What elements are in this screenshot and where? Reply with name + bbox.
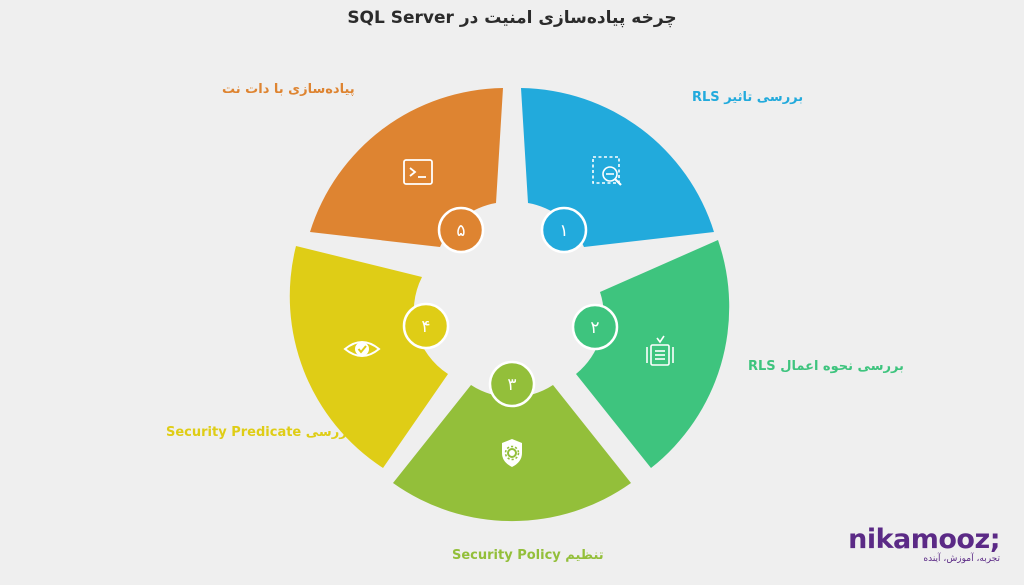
step-4-segment: ۴ (289, 246, 450, 468)
step-3-number-badge (488, 360, 536, 408)
step-5-number: ۵ (456, 221, 465, 241)
step-1-number-badge (540, 206, 588, 254)
terminal-icon (403, 159, 433, 185)
step-1-segment: ۱ (521, 88, 714, 254)
step-5-wedge (310, 88, 503, 247)
logo-wordmark: nikamooz; (848, 524, 1000, 555)
step-2-segment: ۲ (571, 240, 730, 468)
step-4-number-badge (402, 302, 450, 350)
step-1-wedge (521, 88, 714, 247)
step-4-wedge (289, 246, 448, 468)
shield-gear-icon (502, 439, 522, 467)
step-3-segment: ۳ (393, 360, 631, 522)
logo-tagline: تجربه، آموزش، آینده (923, 554, 1000, 564)
step-3-label: تنظیم Security Policy (452, 548, 604, 563)
step-2-number: ۲ (590, 318, 599, 338)
eye-check-icon (343, 341, 381, 357)
step-5-segment: ۵ (310, 88, 503, 254)
step-5-label: پیاده‌سازی با دات نت (222, 82, 355, 97)
diagram-title: چرخه پیاده‌سازی امنیت در SQL Server (347, 8, 677, 28)
step-3-number: ۳ (507, 375, 516, 395)
checklist-icon (646, 335, 674, 366)
step-2-label: بررسی نحوه اعمال RLS (748, 359, 904, 374)
nikamooz-logo: nikamooz; تجربه، آموزش، آینده (848, 524, 1000, 565)
step-4-number: ۴ (421, 317, 430, 337)
search-minus-icon (592, 156, 622, 186)
step-1-label: بررسی تاثیر RLS (692, 90, 804, 105)
step-1-number: ۱ (559, 221, 568, 241)
step-2-wedge (576, 240, 730, 468)
step-2-number-badge (571, 303, 619, 351)
step-5-number-badge (437, 206, 485, 254)
step-4-label: بررسی Security Predicate (166, 425, 353, 440)
